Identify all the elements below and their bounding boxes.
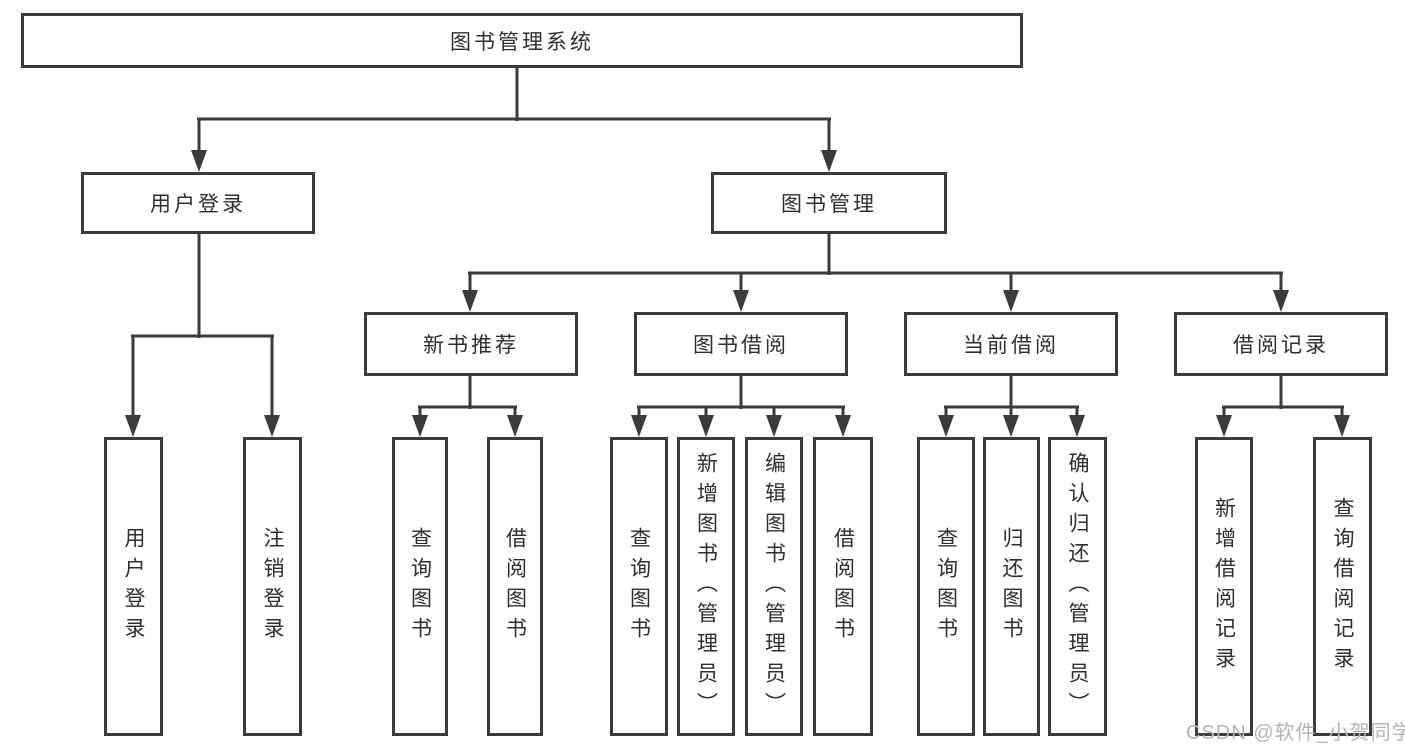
leaf-current-return-label: 归还图书: [1000, 526, 1023, 647]
node-user-login: 用户登录: [81, 172, 315, 234]
leaf-user-login: 用户登录: [104, 437, 163, 736]
leaf-logout-label: 注销登录: [261, 526, 284, 647]
leaf-records-query: 查询借阅记录: [1313, 437, 1372, 736]
connector-login-to-leaves: [125, 234, 280, 437]
connector-records-to-leaves: [1216, 376, 1350, 437]
node-book-management: 图书管理: [711, 172, 947, 234]
leaf-records-add-label: 新增借阅记录: [1212, 496, 1236, 677]
leaf-newbook-borrow-label: 借阅图书: [503, 526, 527, 647]
leaf-user-login-label: 用户登录: [122, 526, 145, 647]
leaf-logout: 注销登录: [243, 437, 302, 736]
leaf-bookborrow-add-label: 新增图书（管理员）: [694, 451, 718, 722]
node-user-login-label: 用户登录: [150, 193, 246, 216]
csdn-watermark: CSDN @软件_小贺同学: [1186, 722, 1405, 744]
leaf-bookborrow-add: 新增图书（管理员）: [677, 437, 735, 736]
node-borrow-records-label: 借阅记录: [1233, 334, 1329, 357]
leaf-records-query-label: 查询借阅记录: [1331, 496, 1354, 677]
node-root-label: 图书管理系统: [450, 30, 594, 54]
leaf-current-query-label: 查询图书: [934, 526, 958, 647]
connector-current-to-leaves: [938, 376, 1085, 437]
leaf-bookborrow-borrow: 借阅图书: [813, 437, 873, 736]
node-current-borrow-label: 当前借阅: [963, 334, 1059, 357]
connector-root-to-level2: [191, 68, 837, 172]
leaf-current-confirm-return: 确认归还（管理员）: [1048, 437, 1107, 736]
leaf-newbook-query: 查询图书: [392, 437, 448, 736]
leaf-newbook-query-label: 查询图书: [408, 526, 432, 647]
leaf-bookborrow-edit-label: 编辑图书（管理员）: [762, 451, 786, 722]
node-new-book-recommend-label: 新书推荐: [423, 334, 519, 357]
node-new-book-recommend: 新书推荐: [364, 312, 578, 376]
leaf-current-return: 归还图书: [983, 437, 1040, 736]
leaf-bookborrow-borrow-label: 借阅图书: [831, 526, 855, 647]
leaf-current-query: 查询图书: [917, 437, 975, 736]
node-book-borrow: 图书借阅: [634, 312, 848, 376]
leaf-newbook-borrow: 借阅图书: [487, 437, 543, 736]
leaf-records-add: 新增借阅记录: [1195, 437, 1253, 736]
connector-borrow-to-leaves: [631, 376, 851, 437]
node-current-borrow: 当前借阅: [904, 312, 1118, 376]
connector-newbook-to-leaves: [412, 376, 523, 437]
leaf-bookborrow-query-label: 查询图书: [627, 526, 651, 647]
node-book-borrow-label: 图书借阅: [693, 334, 789, 357]
connector-mgmt-to-level3: [462, 234, 1289, 312]
node-book-management-label: 图书管理: [781, 193, 877, 216]
node-borrow-records: 借阅记录: [1174, 312, 1388, 376]
leaf-current-confirm-return-label: 确认归还（管理员）: [1066, 451, 1089, 722]
leaf-bookborrow-edit: 编辑图书（管理员）: [745, 437, 803, 736]
leaf-bookborrow-query: 查询图书: [610, 437, 668, 736]
node-root: 图书管理系统: [21, 13, 1023, 68]
